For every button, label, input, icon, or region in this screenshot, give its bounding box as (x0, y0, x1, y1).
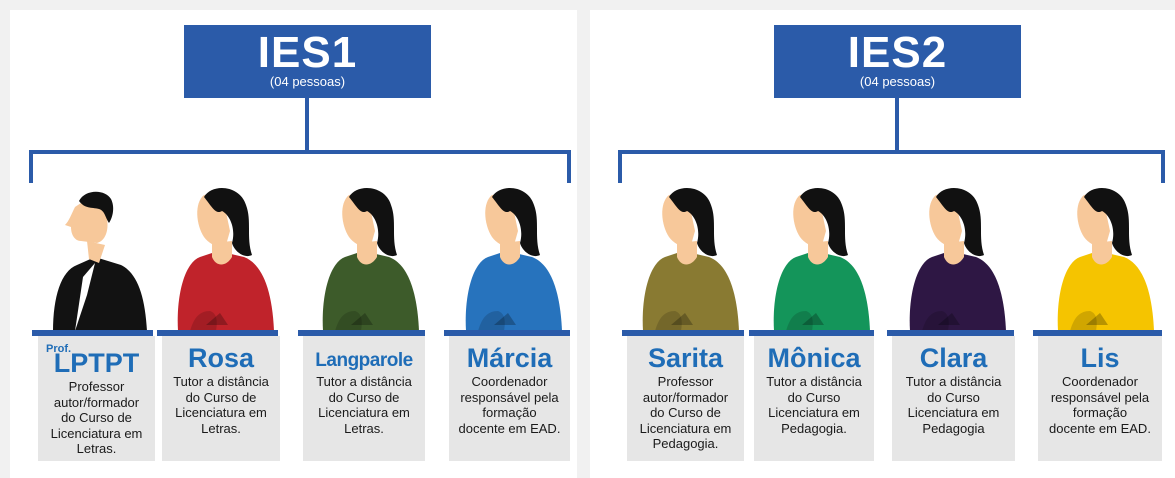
description-line: docente em EAD. (1049, 420, 1151, 436)
ies1-subtitle: (04 pessoas) (269, 74, 346, 89)
card-top-bar (298, 330, 425, 336)
description-line: Licenciatura em (50, 425, 143, 441)
person-figure-icon (642, 187, 739, 331)
description-line: do Curso de (185, 389, 257, 405)
description-line: docente em EAD. (458, 420, 561, 436)
ies1-title-box: IES1 (04 pessoas) (184, 25, 431, 98)
description-line: autor/formador (642, 389, 729, 405)
person-figure (1040, 185, 1160, 331)
description-line: Tutor a distância (173, 374, 269, 389)
description-line: Licenciatura em (175, 405, 267, 420)
description-line: Professor (68, 379, 125, 394)
ies2-stem (895, 98, 899, 152)
description-line: Tutor a distância (316, 374, 412, 389)
description-line: Tutor a distância (905, 374, 1002, 389)
person-figure (35, 185, 155, 331)
description-line: responsável pela (460, 389, 559, 405)
person-figure-icon (322, 187, 419, 331)
description-line: Coordenador (471, 374, 548, 389)
description-line: do Curso de (650, 405, 721, 420)
card-top-bar (622, 330, 744, 336)
description-line: do Curso (927, 389, 980, 405)
description-line: Pedagogia. (781, 420, 847, 436)
person-name: Mônica (767, 343, 861, 373)
person-figure (892, 185, 1012, 331)
card-top-bar (32, 330, 153, 336)
description-line: Letras. (201, 420, 241, 436)
person-name: Sarita (647, 343, 724, 373)
person-name: Clara (919, 343, 988, 373)
person-figure-icon (465, 187, 562, 331)
ies1-stem (305, 98, 309, 152)
description-line: Letras. (76, 441, 117, 456)
description-line: Licenciatura em (639, 420, 732, 436)
description-line: do Curso de (328, 389, 400, 405)
person-name: Rosa (187, 343, 255, 373)
person-name: Lis (1080, 343, 1120, 373)
person-name: Langparole (315, 350, 413, 371)
person-figure (625, 185, 745, 331)
ies2-branch (618, 150, 1165, 154)
ies2-left-drop (618, 150, 622, 183)
description-line: formação (482, 405, 537, 420)
person-name: LPTPT (53, 348, 140, 378)
ies1-branch (29, 150, 571, 154)
description-line: Licenciatura em (907, 405, 1000, 420)
person-figure-icon (773, 187, 870, 331)
person-figure-icon (1057, 187, 1154, 331)
person-figure-icon (53, 191, 147, 331)
card-top-bar (749, 330, 874, 336)
description-line: Letras. (344, 420, 384, 436)
ies1-right-drop (567, 150, 571, 183)
person-prefix: Prof. (46, 343, 72, 355)
description-line: Licenciatura em (768, 405, 860, 420)
description-line: Pedagogia. (652, 436, 719, 451)
person-figure (160, 185, 280, 331)
description-line: responsável pela (1050, 389, 1150, 405)
ies1-left-drop (29, 150, 33, 183)
description-line: Coordenador (1062, 374, 1138, 389)
ies2-title-box: IES2 (04 pessoas) (774, 25, 1021, 98)
description-line: do Curso de (61, 410, 132, 425)
description-line: Pedagogia (922, 420, 985, 436)
card-top-bar (444, 330, 570, 336)
person-figure-icon (177, 187, 274, 331)
person-figure (305, 185, 425, 331)
ies2-subtitle: (04 pessoas) (859, 74, 936, 89)
description-line: autor/formador (53, 394, 140, 410)
description-line: formação (1072, 405, 1128, 420)
person-figure-icon (909, 187, 1006, 331)
description-line: Licenciatura em (318, 405, 410, 420)
ies2-right-drop (1161, 150, 1165, 183)
ies1-title: IES1 (257, 28, 358, 77)
person-name: Márcia (466, 343, 553, 373)
card-top-bar (1033, 330, 1162, 336)
description-line: do Curso (787, 389, 841, 405)
description-line: Tutor a distância (766, 374, 862, 389)
card-top-bar (157, 330, 278, 336)
card-top-bar (887, 330, 1014, 336)
ies2-title: IES2 (847, 28, 948, 77)
description-line: Professor (657, 374, 714, 389)
person-figure (448, 185, 568, 331)
person-figure (756, 185, 876, 331)
